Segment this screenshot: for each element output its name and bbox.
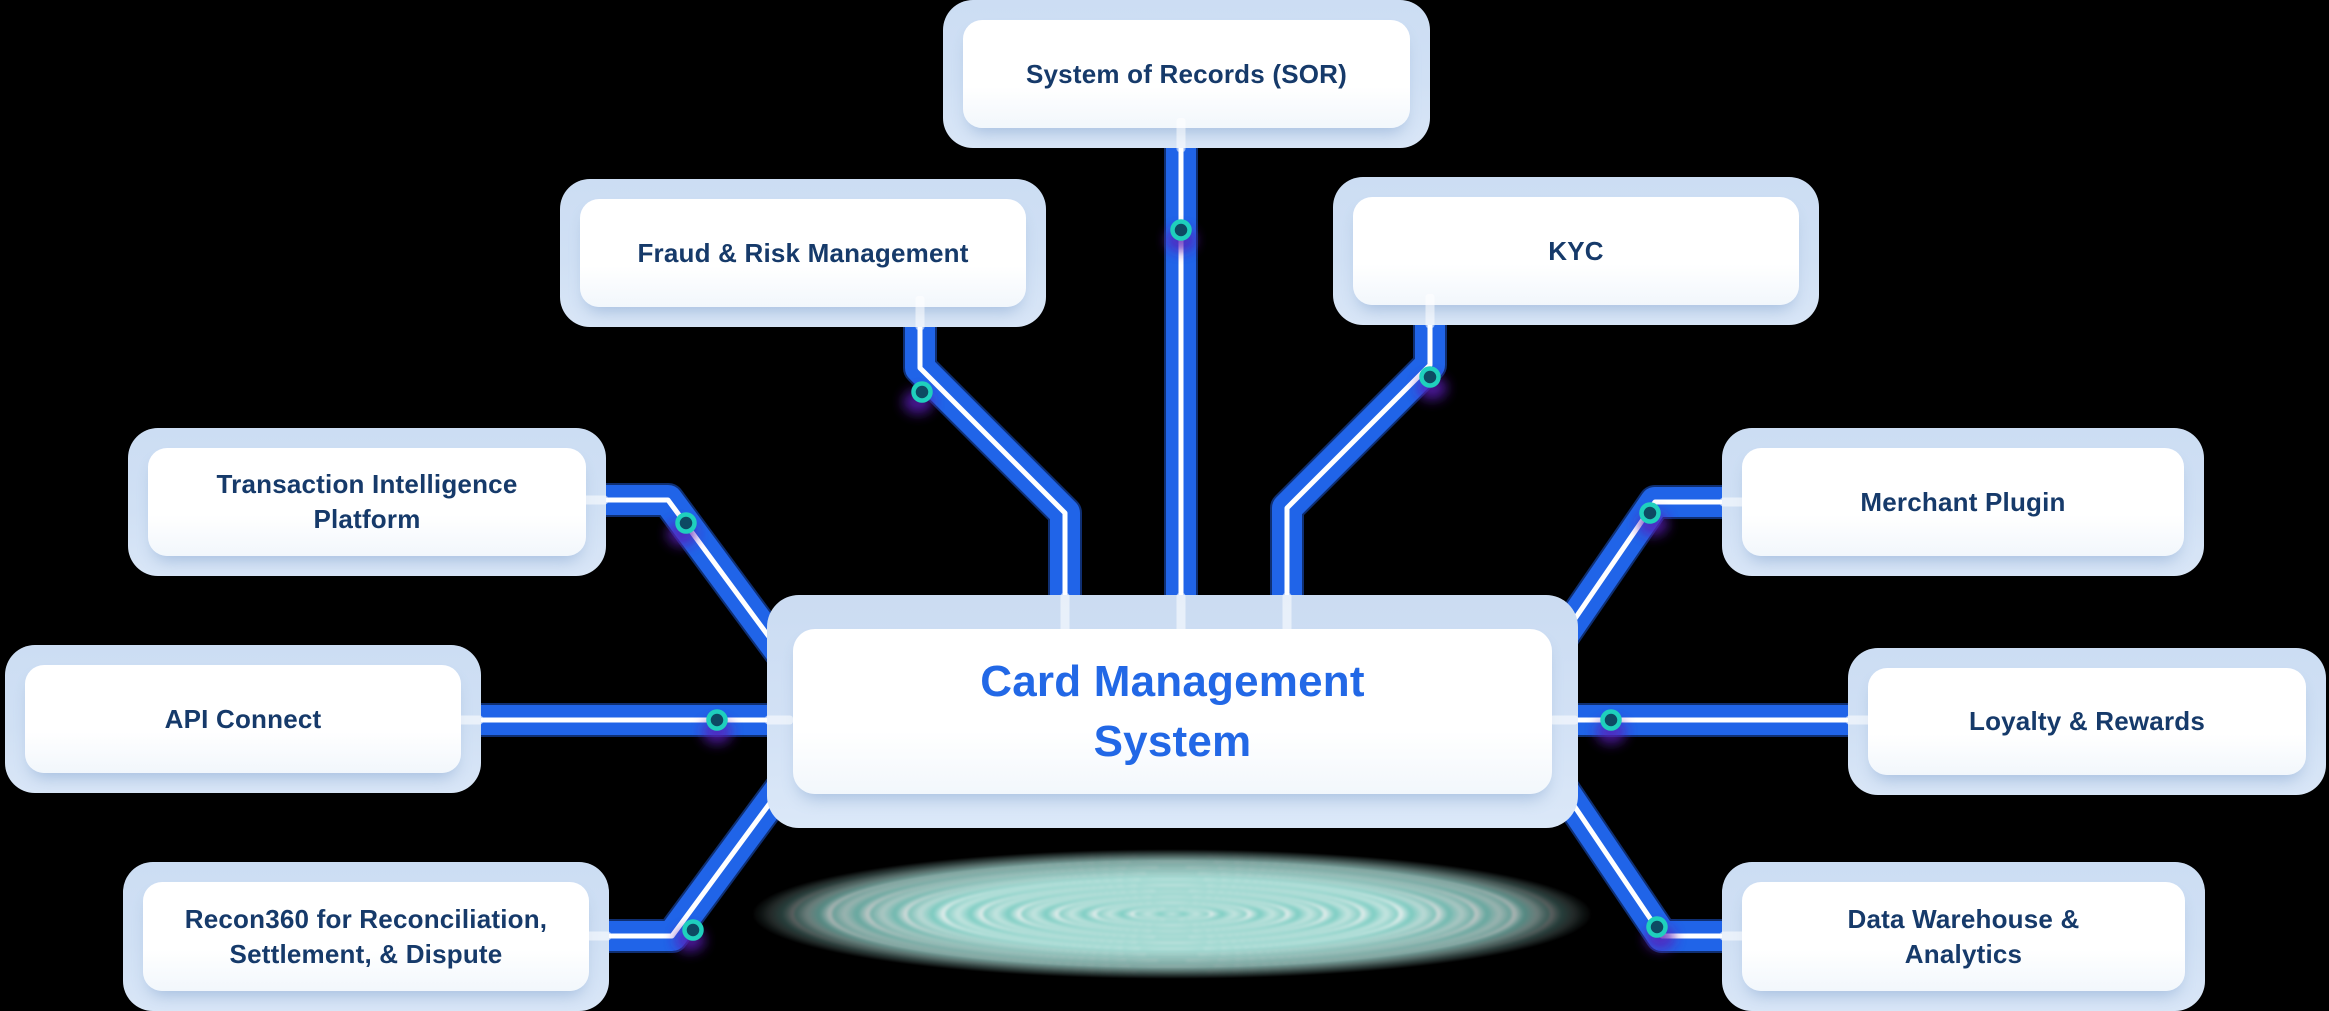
pulse-dot-merchant xyxy=(1638,502,1668,536)
node-label: KYC xyxy=(1548,235,1604,266)
node-api-connect: API Connect xyxy=(5,645,481,793)
edge-kyc-center xyxy=(1270,300,1447,625)
edge-tip-center xyxy=(588,483,809,683)
pulse-dot-fraud xyxy=(903,381,933,414)
edge-dw-center xyxy=(1535,760,1745,953)
node-label: Data Warehouse & Analytics xyxy=(1847,903,2080,969)
node-transaction-intelligence-platform: Transaction Intelligence Platform xyxy=(128,428,606,576)
node-card-management-system: Card Management System xyxy=(767,595,1578,828)
node-card: Loyalty & Rewards xyxy=(1868,668,2306,775)
edge-merchant-center xyxy=(1533,485,1745,668)
node-system-of-records: System of Records (SOR) xyxy=(943,0,1430,148)
edge-recon-center xyxy=(590,754,812,953)
node-card: KYC xyxy=(1353,197,1799,305)
node-label: Recon360 for Reconciliation, Settlement,… xyxy=(184,903,548,969)
node-label: Loyalty & Rewards xyxy=(1968,706,2206,736)
node-loyalty-rewards: Loyalty & Rewards xyxy=(1848,648,2326,795)
node-card: Transaction Intelligence Platform xyxy=(148,448,586,556)
ripple-glow xyxy=(752,849,1592,979)
pulse-dot-dw xyxy=(1645,916,1675,950)
pulse-dot-api xyxy=(702,709,732,744)
node-fraud-risk-management: Fraud & Risk Management xyxy=(560,179,1046,327)
node-card: Data Warehouse & Analytics xyxy=(1742,882,2185,991)
node-card: API Connect xyxy=(25,665,461,773)
node-card: Card Management System xyxy=(793,629,1552,794)
node-label: Merchant Plugin xyxy=(1860,486,2066,517)
node-card: Merchant Plugin xyxy=(1742,448,2184,556)
pulse-dot-kyc xyxy=(1417,366,1447,400)
node-card: Recon360 for Reconciliation, Settlement,… xyxy=(143,882,589,991)
node-merchant-plugin: Merchant Plugin xyxy=(1722,428,2204,576)
center-node-label: Card Management System xyxy=(980,656,1365,766)
node-card: Fraud & Risk Management xyxy=(580,199,1026,307)
pulse-dot-loyalty xyxy=(1596,709,1626,744)
pulse-dot-tip xyxy=(667,512,697,546)
edge-fraud-center xyxy=(903,295,1082,625)
node-recon360: Recon360 for Reconciliation, Settlement,… xyxy=(123,862,609,1011)
node-data-warehouse-analytics: Data Warehouse & Analytics xyxy=(1722,862,2205,1011)
pulse-dot-recon xyxy=(675,919,705,952)
node-label: Transaction Intelligence Platform xyxy=(216,469,518,534)
node-label: System of Records (SOR) xyxy=(1025,58,1347,89)
node-label: API Connect xyxy=(164,703,322,734)
node-card: System of Records (SOR) xyxy=(963,20,1410,128)
pulse-dot-sor xyxy=(1166,219,1196,252)
node-label: Fraud & Risk Management xyxy=(637,237,969,268)
node-kyc: KYC xyxy=(1333,177,1819,325)
